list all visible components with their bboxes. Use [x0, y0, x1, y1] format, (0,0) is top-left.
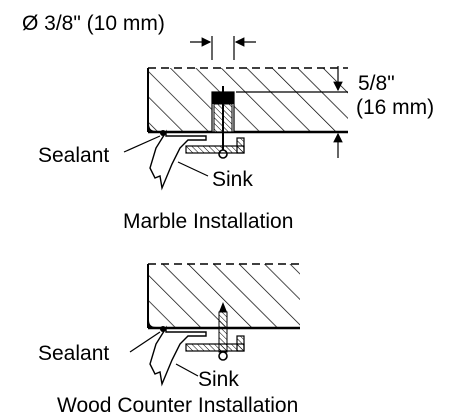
marble-depth-label-line2: (16 mm)	[356, 96, 434, 119]
marble-hole-diameter-label: Ø 3/8" (10 mm)	[22, 12, 165, 35]
marble-sink-flange	[149, 129, 207, 191]
marble-depth-dimension	[236, 66, 348, 158]
wood-sink-flange	[149, 325, 207, 387]
marble-sink-leader	[177, 161, 209, 177]
marble-sealant-label: Sealant	[38, 144, 109, 167]
marble-countertop	[147, 67, 348, 134]
wood-sealant-label: Sealant	[38, 342, 109, 365]
wood-sink-label: Sink	[198, 368, 239, 391]
wood-mounting-clip	[185, 335, 245, 352]
wood-screw	[218, 302, 228, 361]
marble-caption: Marble Installation	[123, 210, 293, 233]
marble-anchor-insert	[211, 86, 235, 159]
marble-installation-figure: Ø 3/8" (10 mm) 5/8" (16 mm) Sealant Sink…	[22, 12, 434, 233]
wood-sink-leader	[175, 363, 199, 377]
marble-depth-label-line1: 5/8"	[358, 72, 395, 95]
marble-hole-diameter-dimension	[190, 36, 256, 60]
wood-installation-figure: Sealant Sink Wood Counter Installation	[38, 263, 300, 417]
marble-mounting-clip	[185, 137, 245, 154]
marble-sink-label: Sink	[212, 168, 253, 191]
wood-caption: Wood Counter Installation	[57, 394, 298, 417]
marble-sealant-leader	[123, 135, 161, 153]
wood-sealant-leader	[129, 331, 161, 353]
